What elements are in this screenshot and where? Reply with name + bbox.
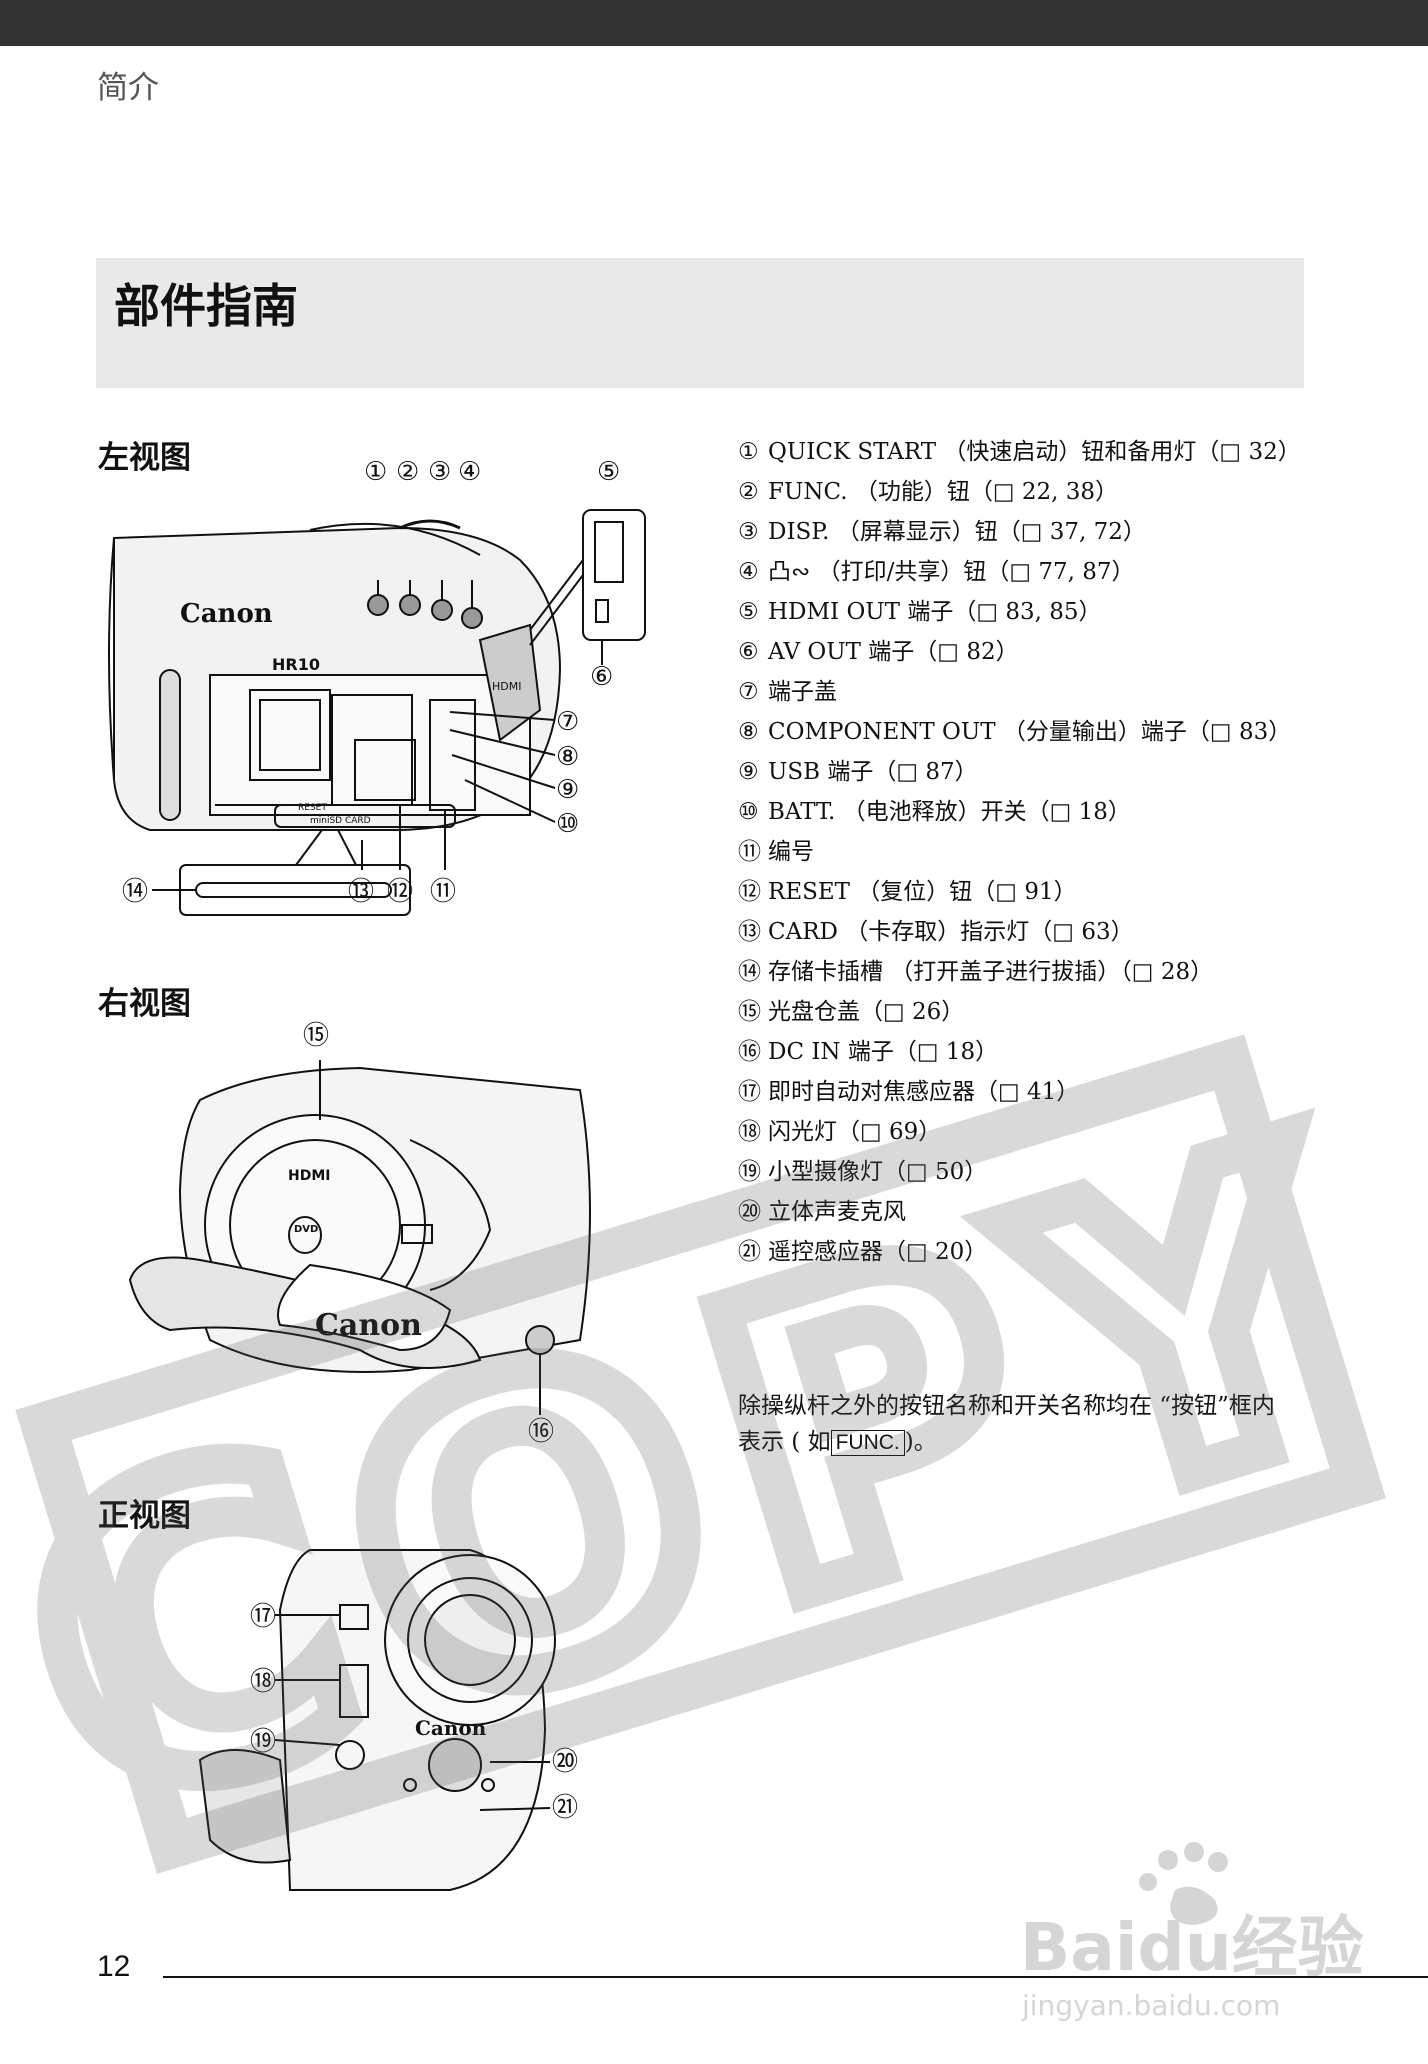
section-label: 简介	[97, 70, 159, 106]
callout-19: ⑲	[250, 1727, 276, 1757]
left-view-illustration: Canon HR10 HDMI RESET miniSD CARD ① ② ③ …	[108, 457, 646, 916]
left-brand: Canon	[180, 599, 273, 629]
front-brand: Canon	[415, 1716, 487, 1740]
note-text-before: 除操纵杆之外的按钮名称和开关名称均在 “按钮”框内表示 ( 如	[738, 1393, 1275, 1455]
callout-4: ④	[458, 457, 481, 487]
callout-6: ⑥	[590, 662, 613, 692]
baidu-logo: Baidu经验 jingyan.baidu.com	[1020, 1842, 1364, 2022]
front-view-illustration: Canon ⑰ ⑱ ⑲ ⑳ ㉑	[198, 1549, 578, 1891]
callout-21: ㉑	[552, 1793, 578, 1823]
callout-17: ⑰	[250, 1602, 276, 1632]
baidu-url-text: jingyan.baidu.com	[1021, 1989, 1280, 2022]
callout-8: ⑧	[556, 742, 579, 772]
callout-20: ⑳	[552, 1747, 578, 1777]
callout-10: ⑩	[556, 809, 579, 839]
callout-5: ⑤	[597, 457, 620, 487]
callout-18: ⑱	[250, 1667, 276, 1697]
left-hdmi-label: HDMI	[492, 680, 521, 693]
baidu-logo-text: Baidu经验	[1020, 1909, 1364, 1986]
top-bar	[0, 0, 1428, 46]
page-number: 12	[97, 1950, 131, 1983]
front-view-heading: 正视图	[98, 1498, 191, 1534]
callout-2: ②	[396, 457, 419, 487]
callout-11: ⑪	[430, 877, 456, 907]
callout-12: ⑫	[387, 877, 413, 907]
page-title: 部件指南	[114, 279, 298, 333]
left-view-heading: 左视图	[98, 440, 191, 476]
callout-16: ⑯	[528, 1417, 554, 1447]
left-card-label: miniSD CARD	[310, 816, 371, 826]
left-reset-label: RESET	[298, 803, 327, 813]
callout-13: ⑬	[348, 877, 374, 907]
right-brand: Canon	[315, 1308, 422, 1343]
right-view-heading: 右视图	[98, 986, 191, 1022]
callout-15: ⑮	[303, 1021, 329, 1051]
func-key-box: FUNC.	[830, 1430, 905, 1456]
right-view-illustration: HDMI DVD Canon ⑮ ⑯	[128, 1021, 591, 1447]
callout-3: ③	[428, 457, 451, 487]
callout-14: ⑭	[122, 877, 148, 907]
note-text-after: )。	[904, 1429, 937, 1455]
callout-9: ⑨	[556, 775, 579, 805]
footer-rule	[163, 1976, 1428, 1978]
right-hdmi-label: HDMI	[288, 1168, 330, 1184]
callout-7: ⑦	[556, 707, 579, 737]
title-box: 部件指南	[96, 258, 1304, 388]
callout-1: ①	[364, 457, 387, 487]
left-model: HR10	[272, 655, 320, 674]
right-dvd-label: DVD	[294, 1224, 318, 1235]
